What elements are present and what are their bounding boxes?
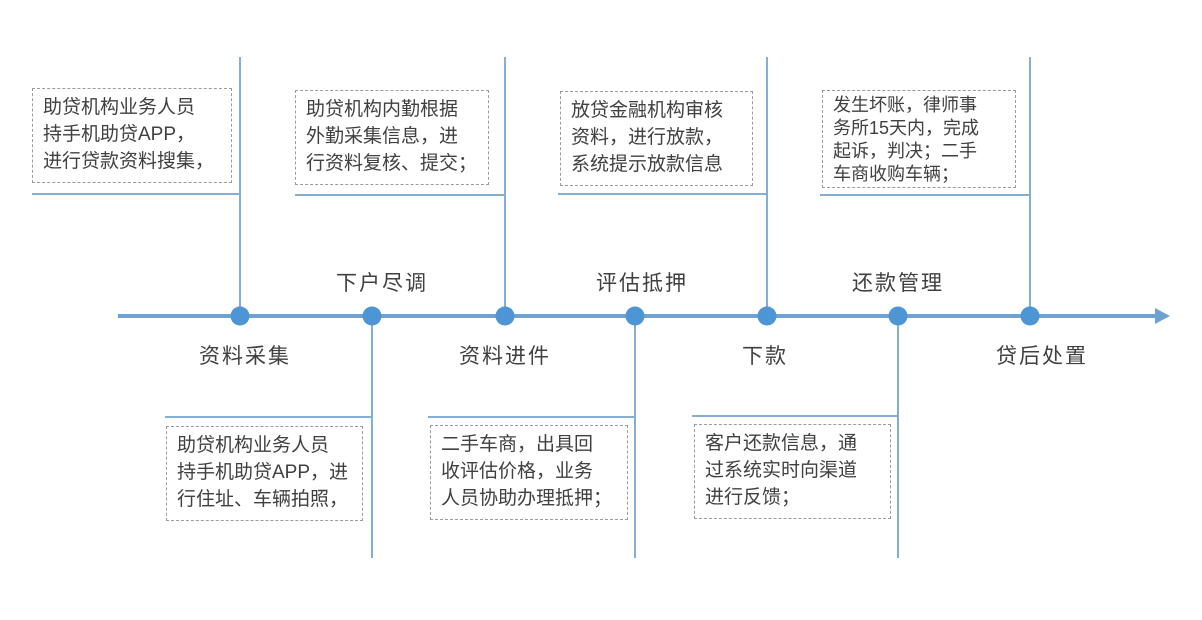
- note-box-bottom-3: 客户还款信息，通 过系统实时向渠道 进行反馈；: [694, 424, 891, 519]
- timeline-node-6: [888, 306, 908, 326]
- stage-label-1: 资料采集: [199, 345, 291, 368]
- stage-label-3: 资料进件: [459, 345, 551, 368]
- timeline-node-1: [230, 306, 250, 326]
- leader-line-bottom-1: [165, 416, 372, 418]
- connector-bottom-3: [897, 318, 899, 558]
- leader-line-top-1: [32, 193, 240, 195]
- connector-bottom-2: [634, 318, 636, 558]
- stage-label-5: 下款: [742, 345, 788, 368]
- leader-line-top-4: [820, 194, 1030, 196]
- note-box-top-1: 助贷机构业务人员 持手机助贷APP， 进行贷款资料搜集，: [32, 88, 232, 183]
- note-box-bottom-1: 助贷机构业务人员 持手机助贷APP，进 行住址、车辆拍照，: [166, 426, 363, 521]
- leader-line-bottom-3: [692, 415, 898, 417]
- connector-top-4: [1029, 57, 1031, 314]
- note-box-bottom-2: 二手车商，出具回 收评估价格，业务 人员协助办理抵押；: [430, 425, 628, 520]
- stage-label-4: 评估抵押: [596, 272, 688, 295]
- timeline-node-7: [1020, 306, 1040, 326]
- timeline-node-4: [625, 306, 645, 326]
- note-box-top-2: 助贷机构内勤根据 外勤采集信息，进 行资料复核、提交；: [295, 90, 489, 185]
- note-box-top-3: 放贷金融机构审核 资料，进行放款， 系统提示放款信息: [560, 91, 753, 186]
- stage-label-2: 下户尽调: [336, 272, 428, 295]
- leader-line-top-2: [295, 194, 505, 196]
- stage-label-6: 还款管理: [852, 272, 944, 295]
- timeline-node-3: [495, 306, 515, 326]
- stage-label-7: 贷后处置: [996, 345, 1088, 368]
- timeline-arrowhead-icon: [1155, 308, 1170, 324]
- note-box-top-4: 发生坏账，律师事 务所15天内，完成 起诉，判决；二手 车商收购车辆；: [822, 90, 1016, 188]
- leader-line-top-3: [558, 193, 767, 195]
- timeline-node-5: [757, 306, 777, 326]
- connector-top-3: [766, 57, 768, 314]
- timeline-node-2: [362, 306, 382, 326]
- leader-line-bottom-2: [428, 416, 635, 418]
- connector-top-1: [239, 57, 241, 314]
- connector-top-2: [504, 57, 506, 314]
- connector-bottom-1: [371, 318, 373, 558]
